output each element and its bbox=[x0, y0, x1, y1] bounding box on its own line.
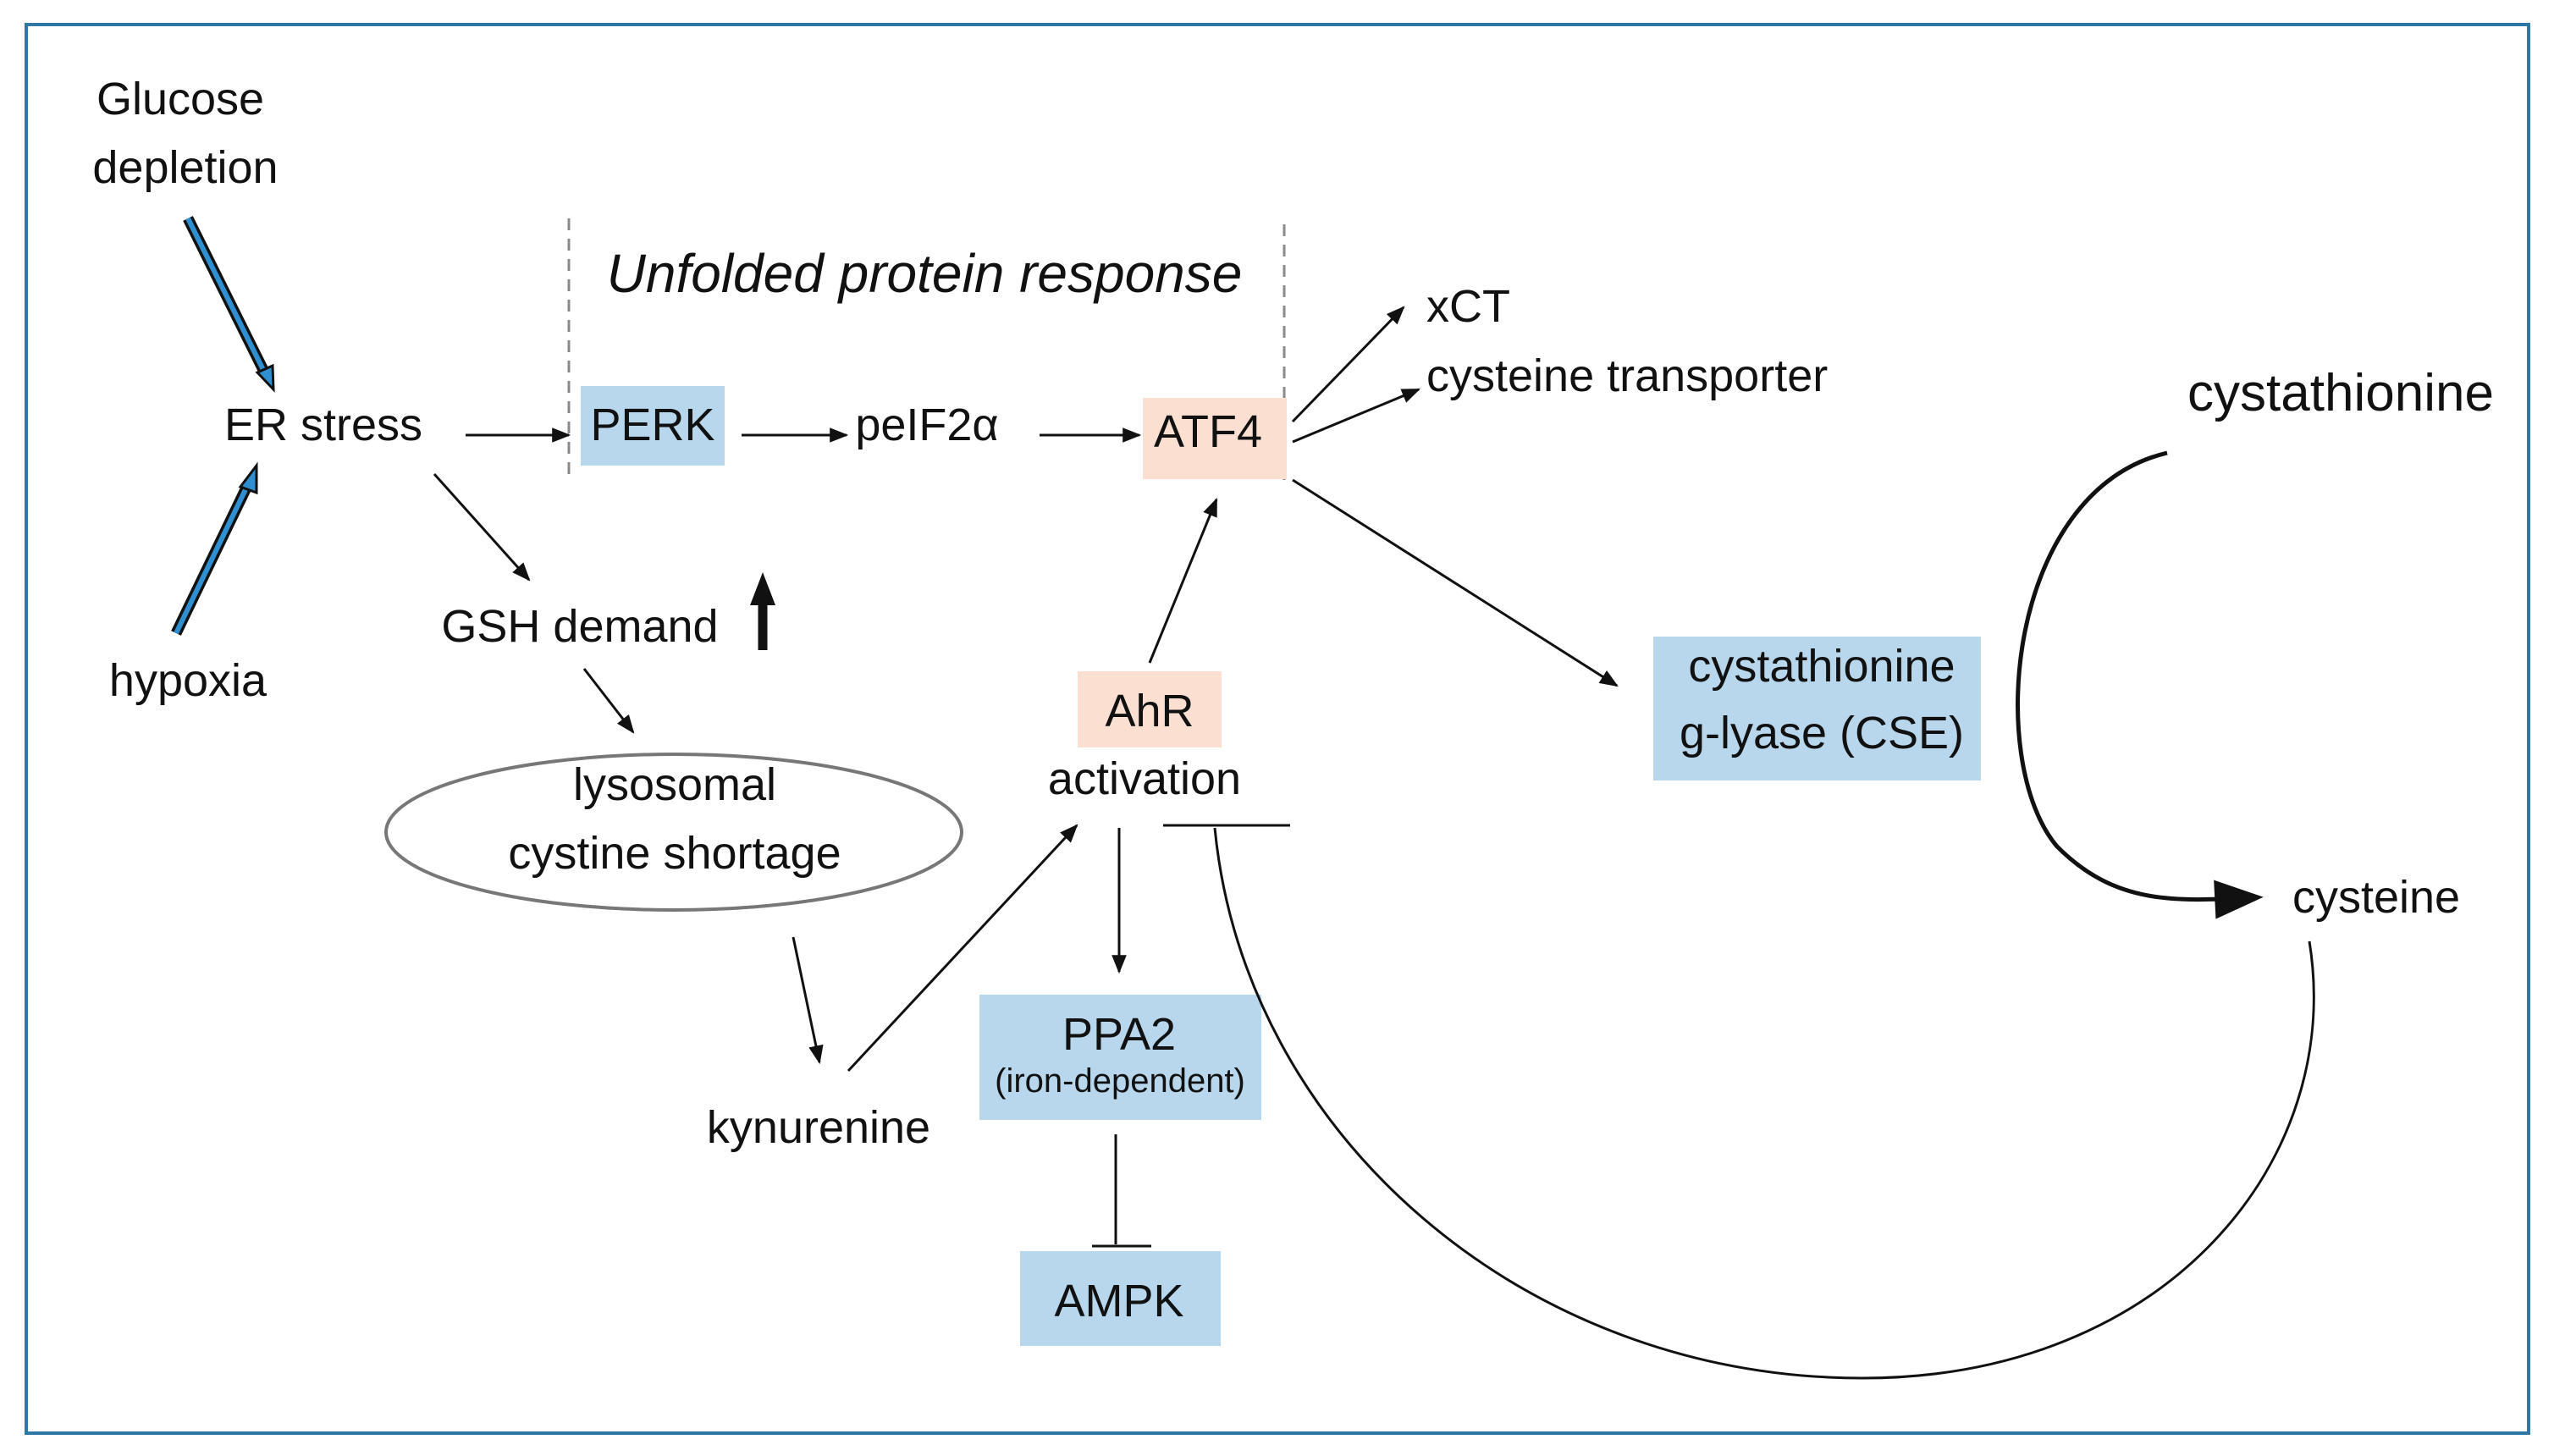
upr-title: Unfolded protein response bbox=[607, 243, 1243, 304]
ahr-box bbox=[1078, 671, 1222, 747]
er-stress-label: ER stress bbox=[224, 400, 422, 450]
glucose-double-arrow bbox=[183, 216, 275, 393]
atf4-label: ATF4 bbox=[1154, 406, 1262, 457]
arrow-er-to-gsh bbox=[433, 472, 531, 582]
arrow-kynurenine-to-ahr bbox=[847, 824, 1078, 1073]
cysteine-label: cysteine bbox=[2292, 872, 2460, 923]
perk-box bbox=[581, 386, 725, 466]
ppa2-label: PPA2 bbox=[1062, 1009, 1176, 1060]
arrow-ahr-to-atf4 bbox=[1148, 497, 1218, 664]
activation-label: activation bbox=[1048, 753, 1241, 804]
perk-label: PERK bbox=[590, 400, 714, 450]
arrow-lysosomal-to-kynurenine bbox=[792, 936, 824, 1065]
glucose-label-line1: Glucose bbox=[97, 74, 264, 124]
hypoxia-double-arrow bbox=[171, 461, 258, 636]
ampk-label: AMPK bbox=[1054, 1276, 1183, 1326]
lysosomal-label-line1: lysosomal bbox=[573, 759, 776, 810]
kynurenine-label: kynurenine bbox=[707, 1102, 930, 1153]
ahr-label: AhR bbox=[1105, 686, 1194, 736]
cysteine-transporter-label: cysteine transporter bbox=[1426, 350, 1828, 401]
ampk-box bbox=[1020, 1251, 1221, 1346]
lysosomal-ellipse bbox=[384, 753, 963, 912]
cycle-arc bbox=[2016, 450, 2264, 919]
hypoxia-label: hypoxia bbox=[109, 655, 268, 706]
ppa2-note: (iron-dependent) bbox=[995, 1062, 1245, 1100]
lysosomal-label-line2: cystine shortage bbox=[508, 828, 841, 879]
bold-up-arrow-icon bbox=[750, 572, 775, 650]
cse-label-line1: cystathionine bbox=[1688, 641, 1955, 692]
cysteine-feedback-curve bbox=[1213, 827, 2315, 1380]
gsh-demand-label: GSH demand bbox=[441, 601, 718, 652]
peif2a-label: peIF2α bbox=[855, 400, 998, 450]
ppa2-box bbox=[979, 995, 1261, 1120]
cystathionine-label: cystathionine bbox=[2187, 364, 2494, 422]
glucose-label-line2: depletion bbox=[92, 142, 278, 193]
arrow-atf4-to-cse bbox=[1292, 478, 1619, 687]
atf4-box bbox=[1143, 398, 1287, 479]
cse-box bbox=[1653, 637, 1981, 780]
diagram-frame bbox=[25, 23, 2530, 1435]
arrow-atf4-to-xct bbox=[1291, 306, 1405, 423]
cse-label-line2: g-lyase (CSE) bbox=[1680, 708, 1964, 758]
xct-label: xCT bbox=[1426, 281, 1510, 332]
arrow-gsh-to-lysosomal bbox=[582, 668, 635, 734]
arrow-atf4-to-transporter bbox=[1292, 388, 1421, 444]
